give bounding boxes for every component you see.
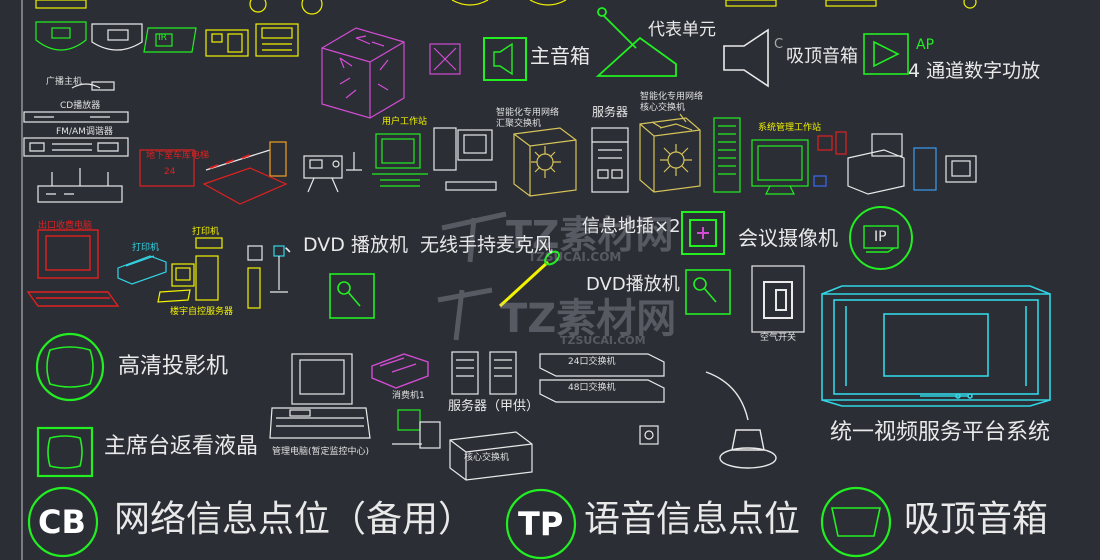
wireless-mic-label: 无线手持麦克风 <box>420 234 554 256</box>
ceiling-speaker-label: 吸顶音箱 <box>786 46 858 67</box>
delegate-unit-label: 代表单元 <box>648 20 716 40</box>
server-pair-icon <box>451 351 517 395</box>
fm-am-tuner-label: FM/AM调谐器 <box>56 127 113 137</box>
printer-a-label: 打印机 <box>132 243 160 253</box>
dvd-player-b-label: DVD播放机 <box>586 274 680 295</box>
building-server-icon <box>157 237 223 303</box>
pc-cluster-icon <box>847 133 977 195</box>
network-point-label: 网络信息点位（备用） <box>114 499 475 540</box>
small-cube-icon <box>429 43 461 75</box>
air-switch-label: 空气开关 <box>760 333 797 343</box>
switch-24-icon <box>539 353 665 377</box>
cb-label: CB <box>38 503 86 541</box>
hd-projector-label: 高清投影机 <box>118 354 229 379</box>
dvd-player-b-icon <box>685 269 731 315</box>
rack-devices-icon <box>23 111 129 157</box>
broadcast-host-label: 广播主机 <box>46 77 83 87</box>
cube-switch-icon <box>321 27 405 119</box>
pc-icon <box>433 127 497 191</box>
system-workstation-icon <box>713 117 809 195</box>
main-speaker-label: 主音箱 <box>530 44 590 68</box>
air-switch-icon <box>751 265 805 333</box>
cb-symbol <box>27 486 99 558</box>
user-workstation-label: 用户工作站 <box>382 117 428 127</box>
cd-player-label: CD播放器 <box>60 101 101 111</box>
printer-b-label: 打印机 <box>192 227 220 237</box>
ceiling-speaker-2-icon <box>820 486 892 558</box>
conference-camera-label: 会议摄像机 <box>738 226 838 250</box>
fee-pc-label: 出口收费电脑 <box>38 221 93 231</box>
detector-icon <box>303 152 362 193</box>
delegate-unit-icon <box>595 7 677 77</box>
core-switch-label: 智能化专用网络 核心交换机 <box>640 92 704 113</box>
router-icon <box>37 168 123 203</box>
red-devices-icon <box>813 131 847 187</box>
fee-pc-icon <box>26 229 120 307</box>
garage-board-icon <box>139 149 195 187</box>
video-platform-icon <box>821 285 1051 407</box>
chair-lcd-icon <box>36 426 94 478</box>
aggregation-switch-label: 智能化专用网络 汇聚交换机 <box>496 108 560 129</box>
small-pc-icon <box>392 409 441 449</box>
printer-a-icon <box>117 255 167 285</box>
info-socket-label: 信息地插×2 <box>582 216 681 237</box>
consumer-machine-label: 消费机1 <box>392 391 425 401</box>
wireless-mic-icon <box>498 250 560 308</box>
card-ir-label: IR <box>158 33 167 43</box>
access-devices-icon <box>247 245 288 309</box>
amp-icon <box>863 33 909 75</box>
watermark-text-lower: TZ素材网 <box>500 296 677 342</box>
core-switch-icon <box>639 113 701 193</box>
switch-24-label: 24口交换机 <box>568 357 616 367</box>
mgmt-pc-icon <box>269 353 371 439</box>
switch-48-icon <box>539 379 665 403</box>
top-partial-icons <box>35 0 977 15</box>
tp-label: TP <box>518 505 564 543</box>
watermark-logo <box>437 211 507 341</box>
dvd-player-a-label: 、DVD 播放机 <box>284 234 408 256</box>
conference-camera-icon <box>849 206 913 270</box>
aggregation-switch-icon <box>513 127 577 197</box>
speaker-box-icon <box>639 425 659 445</box>
info-socket-icon <box>681 211 725 255</box>
ceiling-speaker-2-label: 吸顶音箱 <box>904 499 1049 540</box>
hd-projector-icon <box>35 332 105 402</box>
consumer-machine-icon <box>371 353 429 389</box>
card-reader-icons <box>35 21 299 57</box>
system-workstation-label: 系统管理工作站 <box>758 123 822 133</box>
garage-board-label: 地下室车库电梯 <box>146 151 210 161</box>
ip-label: IP <box>874 229 887 245</box>
c-label: C <box>774 37 784 52</box>
ceiling-speaker-c-icon <box>723 28 769 88</box>
amp-label: 4 通道数字功放 <box>908 60 1041 82</box>
main-speaker-icon <box>483 37 527 81</box>
building-server-label: 楼宇自控服务器 <box>170 307 234 317</box>
video-platform-label: 统一视频服务平台系统 <box>830 420 1051 445</box>
garage-board-digits: 24 <box>164 167 176 177</box>
chair-lcd-label: 主席台返看液晶 <box>104 434 259 459</box>
core-switch-box-icon <box>449 431 533 481</box>
ap-label: AP <box>916 37 935 53</box>
watermark-url-upper: TZSUCAI.COM <box>528 250 622 264</box>
voice-point-label: 语音信息点位 <box>584 499 801 540</box>
server-label: 服务器 <box>592 105 629 119</box>
barrier-gate-icon <box>202 141 288 205</box>
mgmt-pc-label: 管理电脑(暂定监控中心) <box>272 447 370 457</box>
dvd-player-a-icon <box>329 273 375 319</box>
user-workstation-icon <box>372 133 428 187</box>
server-pair-label: 服务器（甲供） <box>448 399 540 414</box>
server-icon <box>591 127 629 193</box>
core-switch-box-label: 核心交换机 <box>464 453 510 463</box>
watermark-text-upper: TZ素材网 <box>506 213 674 257</box>
tp-symbol <box>505 488 577 560</box>
watermark-url-lower: TZSUCAI.COM <box>560 334 646 347</box>
gooseneck-mic-icon <box>705 371 777 469</box>
switch-48-label: 48口交换机 <box>568 383 616 393</box>
broadcast-host-icon <box>71 81 115 91</box>
